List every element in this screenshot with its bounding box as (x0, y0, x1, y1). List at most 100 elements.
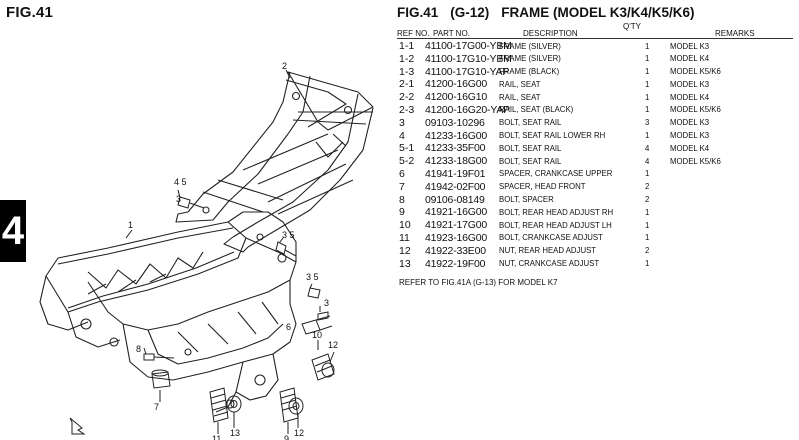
callout-8: 8 (136, 344, 141, 354)
col-desc: DESCRIPTION (523, 29, 578, 38)
ref-cell: 1-3 (399, 65, 415, 78)
qty-cell: 2 (645, 182, 650, 192)
ref-cell: 10 (399, 219, 411, 232)
remarks-cell: MODEL K3 (670, 118, 710, 128)
ref-cell: 11 (399, 231, 410, 244)
desc-cell: BOLT, SEAT RAIL (499, 143, 562, 153)
remarks-cell: MODEL K5/K6 (670, 67, 721, 77)
qty-cell: 1 (645, 207, 650, 217)
part-cell: 41941-19F01 (425, 167, 486, 180)
desc-cell: NUT, CRANKCASE ADJUST (499, 259, 600, 269)
desc-cell: BOLT, CRANKCASE ADJUST (499, 233, 603, 243)
part-cell: 41922-19F00 (425, 257, 486, 270)
desc-cell: SPACER, HEAD FRONT (499, 182, 586, 192)
qty-cell: 4 (645, 156, 650, 166)
part-cell: 41200-16G00 (425, 78, 488, 91)
part-cell: 41200-16G10 (425, 91, 488, 104)
callout-3-5: 3 5 (282, 230, 295, 240)
ref-cell: 7 (399, 180, 405, 193)
desc-cell: BOLT, SEAT RAIL (499, 156, 562, 166)
callout-3-5-lower: 3 5 (306, 272, 319, 282)
ref-cell: 12 (399, 244, 411, 257)
callout-3: 3 (176, 194, 181, 204)
fig-code: (G-12) (450, 5, 490, 20)
qty-cell: 1 (645, 233, 650, 243)
remarks-cell: MODEL K4 (670, 92, 710, 102)
desc-cell: FRAME (BLACK) (499, 67, 560, 77)
qty-cell: 1 (645, 79, 650, 89)
desc-cell: BOLT, REAR HEAD ADJUST RH (499, 207, 614, 217)
ref-cell: 13 (399, 257, 411, 270)
ref-cell: 6 (399, 167, 405, 180)
ref-cell: 3 (399, 116, 405, 129)
qty-cell: 3 (645, 118, 650, 128)
qty-cell: 4 (645, 143, 650, 153)
table-row: 7 41942-02F00 SPACER, HEAD FRONT 2 (397, 181, 793, 194)
desc-cell: RAIL, SEAT (499, 79, 541, 89)
qty-cell: 1 (645, 67, 650, 77)
parts-list-title: FIG.41 (G-12) FRAME (MODEL K3/K4/K5/K6) (397, 5, 793, 20)
part-cell: 41100-17G10-YBM (425, 52, 512, 65)
qty-cell: 1 (645, 41, 650, 51)
qty-cell: 1 (645, 131, 650, 141)
ref-cell: 2-3 (399, 103, 415, 116)
part-cell: 41100-17G00-YBM (425, 40, 512, 52)
callout-4-5: 4 5 (174, 177, 187, 187)
frame-exploded-diagram: 2 1 4 5 3 3 5 3 5 3 6 8 7 11 13 9 12 10 … (39, 62, 374, 440)
part-cell: 41942-02F00 (425, 180, 486, 193)
desc-cell: RAIL, SEAT (499, 92, 541, 102)
qty-cell: 1 (645, 92, 650, 102)
callout-12: 12 (328, 340, 338, 350)
remarks-cell: MODEL K4 (670, 143, 710, 153)
fig-number: FIG.41 (397, 5, 439, 20)
desc-cell: FRAME (SILVER) (499, 41, 561, 51)
desc-cell: BOLT, SEAT RAIL LOWER RH (499, 131, 606, 141)
ref-cell: 1-1 (399, 40, 415, 52)
ref-cell: 4 (399, 129, 405, 142)
part-cell: 09103-10296 (425, 116, 485, 129)
remarks-cell: MODEL K4 (670, 54, 710, 64)
qty-cell: 2 (645, 195, 650, 205)
table-header: REF NO. PART NO. DESCRIPTION Q'TY REMARK… (397, 22, 793, 39)
part-cell: 09106-08149 (425, 193, 485, 206)
remarks-cell: MODEL K3 (670, 41, 710, 51)
callout-2: 2 (282, 62, 287, 71)
callout-7: 7 (154, 402, 159, 412)
callout-11: 11 (212, 434, 221, 440)
qty-cell: 1 (645, 54, 650, 64)
callout-1: 1 (128, 220, 133, 230)
part-cell: 41233-18G00 (425, 155, 488, 168)
ref-cell: 9 (399, 206, 405, 219)
callout-9: 9 (284, 434, 289, 440)
model-note: REFER TO FIG.41A (G-13) FOR MODEL K7 (399, 278, 558, 288)
col-ref: REF NO. (397, 29, 430, 38)
qty-cell: 2 (645, 246, 650, 256)
callout-numbers: 2 1 4 5 3 3 5 3 5 3 6 8 7 11 13 9 12 10 … (128, 62, 338, 440)
qty-cell: 1 (645, 220, 650, 230)
callout-12-lower: 12 (294, 428, 304, 438)
fig-title: FRAME (MODEL K3/K4/K5/K6) (501, 5, 695, 20)
desc-cell: NUT, REAR HEAD ADJUST (499, 246, 597, 256)
ref-cell: 1-2 (399, 52, 415, 65)
callout-3-right: 3 (324, 298, 329, 308)
desc-cell: FRAME (SILVER) (499, 54, 561, 64)
part-cell: 41233-35F00 (425, 142, 486, 155)
ref-cell: 8 (399, 193, 405, 206)
ref-cell: 5-1 (399, 142, 415, 155)
desc-cell: RAIL, SEAT (BLACK) (499, 105, 574, 115)
desc-cell: BOLT, REAR HEAD ADJUST LH (499, 220, 612, 230)
remarks-cell: MODEL K5/K6 (670, 105, 721, 115)
qty-cell: 1 (645, 169, 650, 179)
